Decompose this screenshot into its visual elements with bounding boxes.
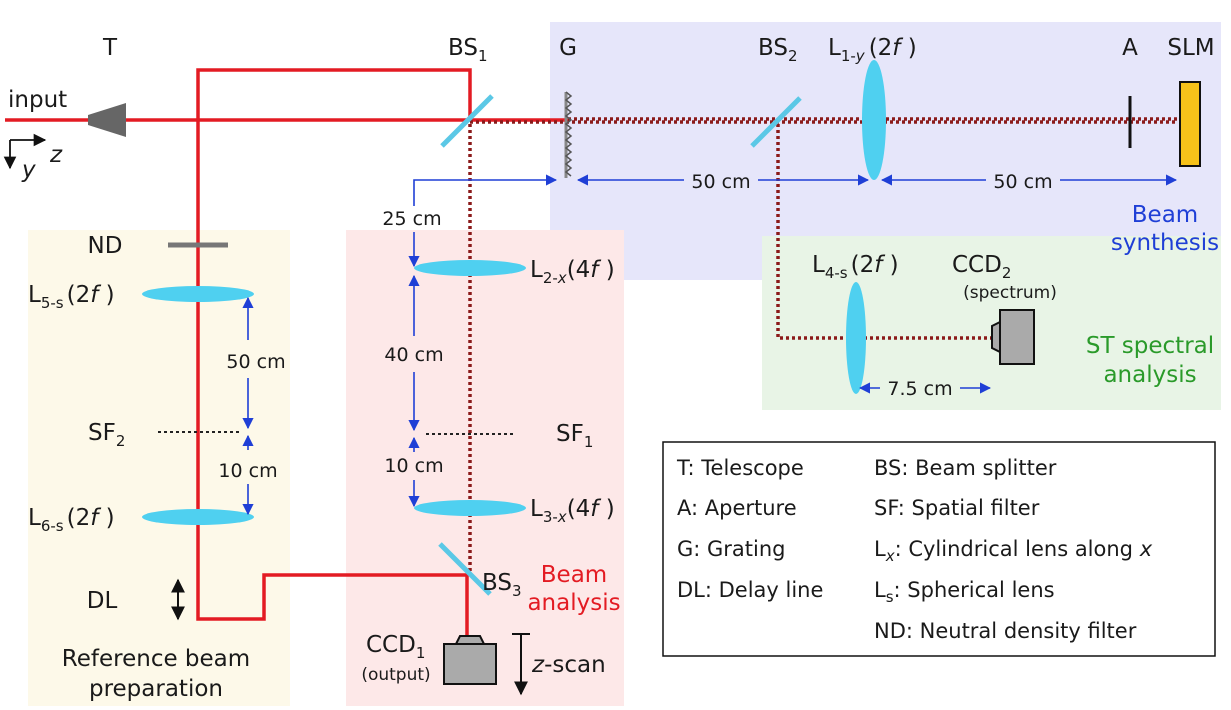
label-axis-z: z xyxy=(49,142,63,168)
label-bs2: BS2 xyxy=(758,35,798,65)
grating-icon xyxy=(564,91,573,178)
lens-l4-icon xyxy=(846,282,866,394)
label-ccd2: CCD2 xyxy=(952,252,1011,282)
distance-25cm: 25 cm xyxy=(382,208,441,230)
coordinate-axes xyxy=(3,133,47,170)
lens-l6-icon xyxy=(142,509,254,525)
beam-analysis-panel xyxy=(346,230,624,706)
label-nd: ND xyxy=(88,233,123,259)
label-l1: L1-y(2f ) xyxy=(828,35,917,65)
label-bs1: BS1 xyxy=(448,35,488,65)
label-l2: L2-x(4f ) xyxy=(530,257,615,287)
label-ccd2-note: (spectrum) xyxy=(963,283,1057,303)
label-l4: L4-s(2f ) xyxy=(812,252,899,282)
reference-prep-title-1: Reference beam xyxy=(62,646,250,672)
label-ccd1: CCD1 xyxy=(366,632,425,662)
label-l6: L6-s(2f ) xyxy=(28,505,115,535)
label-sf2: SF2 xyxy=(88,420,125,450)
reference-beam-panel xyxy=(28,230,290,706)
distance-grating-to-l1: 50 cm xyxy=(691,171,750,193)
legend-telescope: T: Telescope xyxy=(676,456,804,480)
spectral-title-1: ST spectral xyxy=(1086,333,1214,359)
distance-l1-to-slm: 50 cm xyxy=(993,171,1052,193)
distance-50cm-reference: 50 cm xyxy=(226,351,285,373)
legend-spherical-lens: Ls: Spherical lens xyxy=(874,578,1055,606)
label-input: input xyxy=(8,87,67,113)
beam-splitter-3-icon xyxy=(438,542,492,596)
spectral-analysis-panel xyxy=(762,236,1221,410)
beam-analysis-title-1: Beam xyxy=(541,562,607,588)
lens-l2-icon xyxy=(414,260,526,276)
label-dl: DL xyxy=(87,588,118,614)
distance-10cm-analysis: 10 cm xyxy=(384,455,443,477)
beam-splitter-1-icon xyxy=(440,94,494,148)
telescope-icon xyxy=(88,103,126,137)
label-axis-y: y xyxy=(21,157,36,183)
dimension-lines xyxy=(242,174,1178,516)
z-scan-arrow xyxy=(512,633,530,696)
label-z-scan: z-scan xyxy=(531,652,606,678)
label-grating: G xyxy=(559,35,577,61)
label-ccd1-note: (output) xyxy=(361,665,430,685)
label-bs3: BS3 xyxy=(482,570,522,600)
legend-delay-line: DL: Delay line xyxy=(677,578,823,602)
label-l3: L3-x(4f ) xyxy=(530,496,615,526)
lens-l1-icon xyxy=(862,60,886,180)
lens-l3-icon xyxy=(414,500,526,516)
ccd2-camera-icon xyxy=(991,309,1035,365)
distance-10cm-reference: 10 cm xyxy=(218,460,277,482)
legend-spatial-filter: SF: Spatial filter xyxy=(874,496,1040,520)
distance-40cm: 40 cm xyxy=(384,344,443,366)
beam-synthesis-title-2: synthesis xyxy=(1111,230,1219,256)
legend-cylindrical-lens: Lx: Cylindrical lens along x xyxy=(874,537,1153,565)
legend-box: T: Telescope A: Aperture G: Grating DL: … xyxy=(662,441,1216,657)
label-l5: L5-s(2f ) xyxy=(28,282,115,312)
ccd1-camera-icon xyxy=(443,635,497,685)
legend-grating: G: Grating xyxy=(677,537,786,561)
beam-analysis-title-2: analysis xyxy=(527,590,620,616)
beam-synthesis-title-1: Beam xyxy=(1132,202,1198,228)
legend-nd-filter: ND: Neutral density filter xyxy=(874,619,1137,643)
label-telescope: T xyxy=(102,35,118,61)
legend-aperture: A: Aperture xyxy=(677,496,797,520)
label-aperture: A xyxy=(1122,35,1138,61)
legend-beam-splitter: BS: Beam splitter xyxy=(874,456,1057,480)
label-slm: SLM xyxy=(1167,35,1214,61)
reference-prep-title-2: preparation xyxy=(89,676,223,702)
slm-icon xyxy=(1179,81,1201,167)
label-sf1: SF1 xyxy=(556,421,593,451)
spectral-title-2: analysis xyxy=(1103,362,1196,388)
lens-l5-icon xyxy=(142,286,254,302)
beam-splitter-2-icon xyxy=(750,96,802,148)
distance-7-5cm: 7.5 cm xyxy=(887,378,952,400)
